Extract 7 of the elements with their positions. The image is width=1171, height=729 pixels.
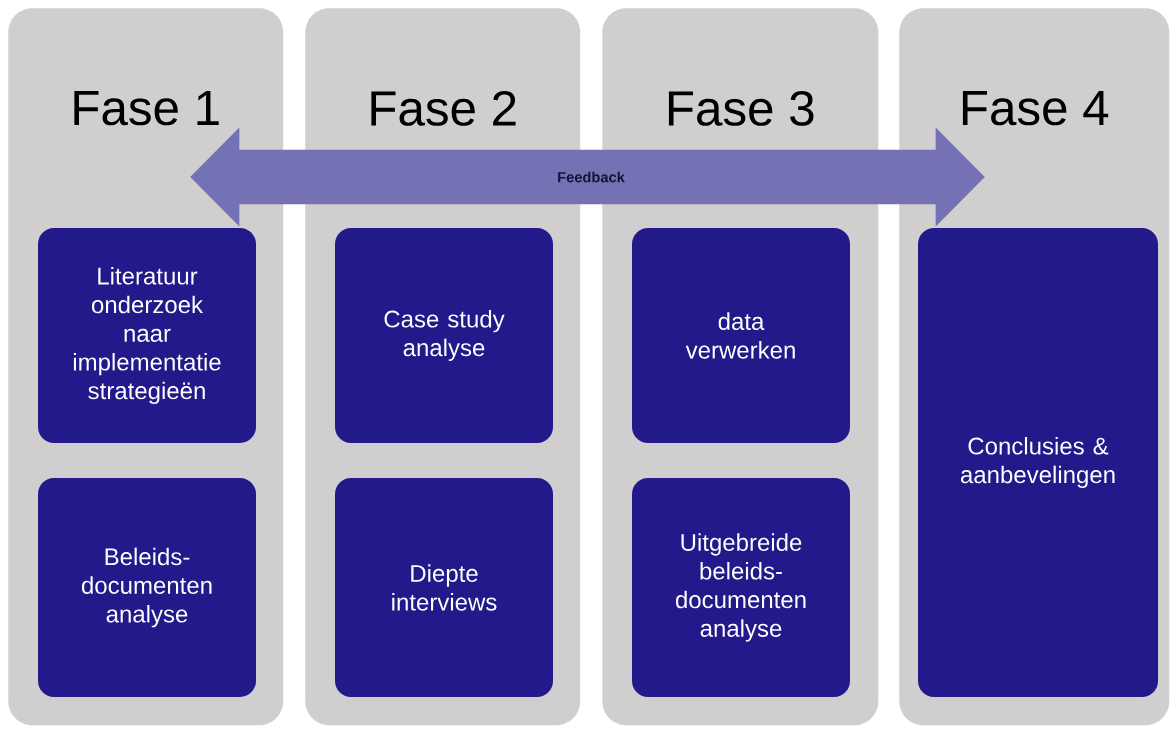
process-box: data verwerken bbox=[632, 228, 850, 443]
process-box: Diepte interviews bbox=[335, 478, 553, 697]
process-box: Beleids-documenten analyse bbox=[38, 478, 256, 697]
process-box: Conclusies & aanbevelingen bbox=[918, 227, 1158, 698]
process-box: Literatuur onderzoek naar implementatie strategieën bbox=[38, 228, 256, 443]
process-box: Case study analyse bbox=[335, 228, 553, 443]
process-box: Uitgebreide beleids-documenten analyse bbox=[632, 478, 850, 697]
